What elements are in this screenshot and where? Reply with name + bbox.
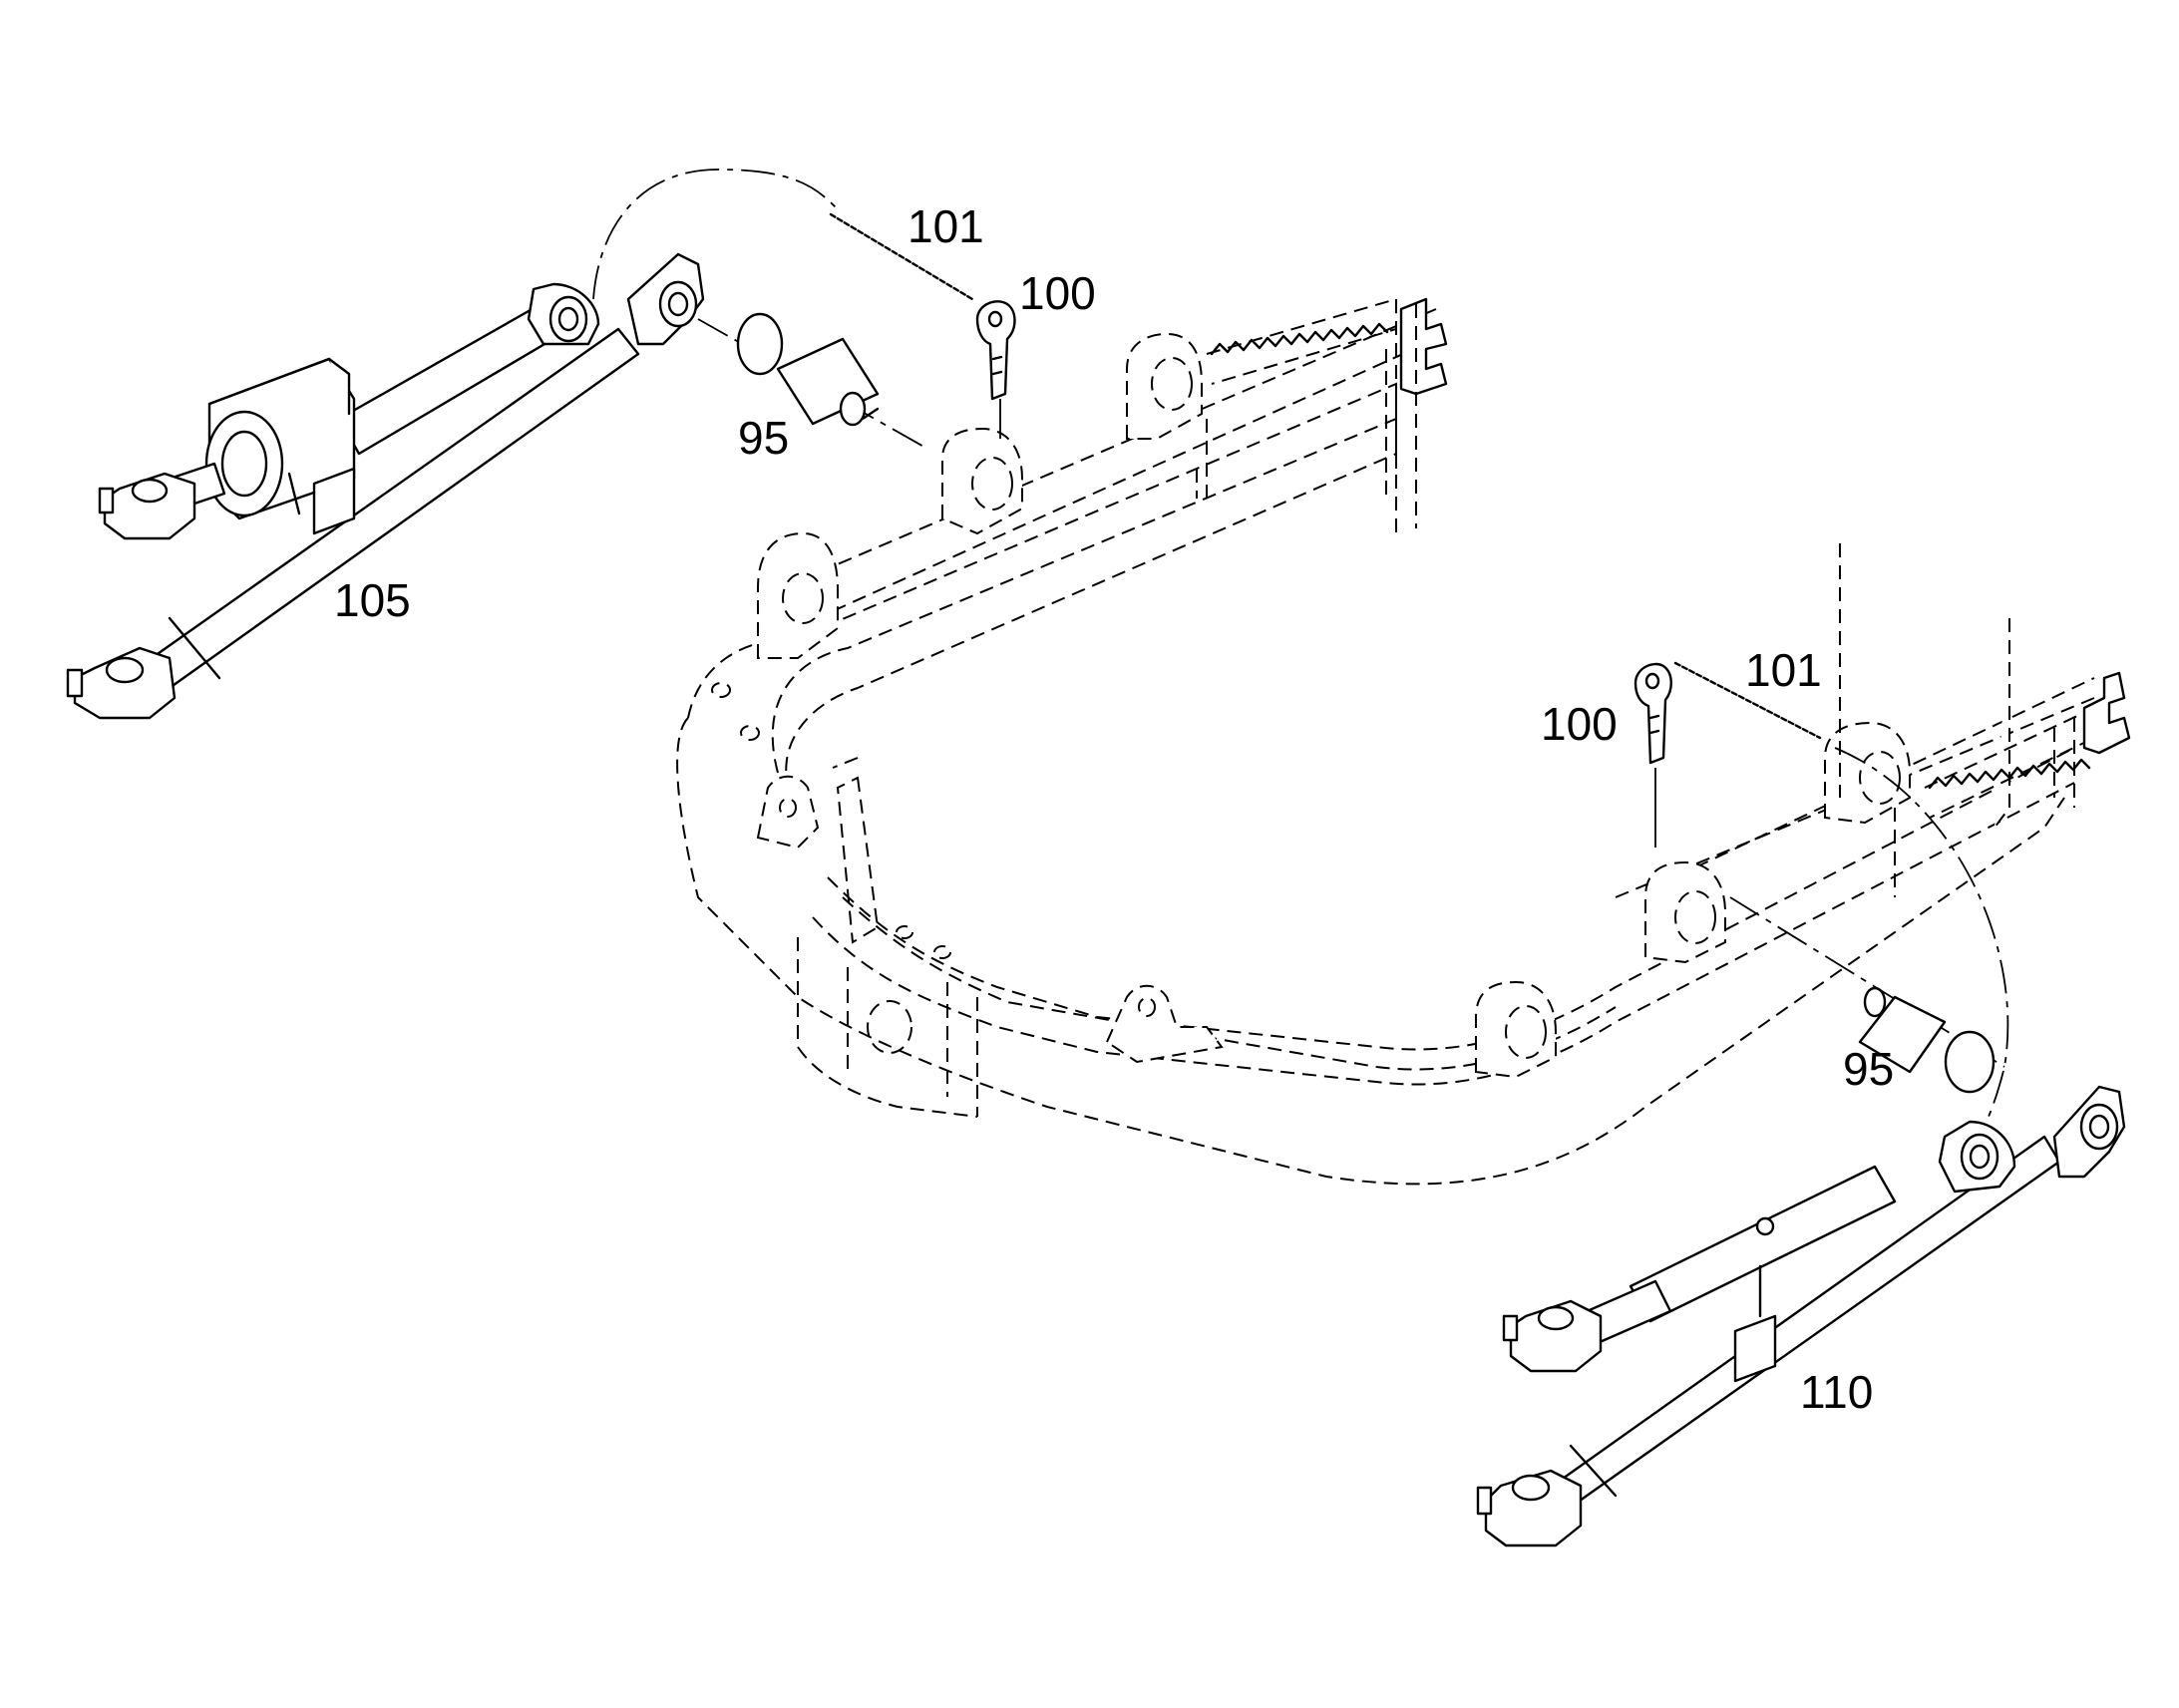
chain-right [1673, 661, 1822, 740]
callout-right-pin: 95 [1843, 1043, 1894, 1095]
bracket [941, 427, 1023, 535]
bracket [1475, 980, 1557, 1079]
callout-left-assembly: 105 [334, 574, 411, 626]
callout-left-key: 100 [1019, 267, 1096, 319]
leader-lines [999, 399, 1656, 848]
chain-left [829, 212, 974, 301]
pin-right [1858, 986, 1996, 1094]
rear-rack-left [1206, 297, 1448, 538]
bracket [757, 531, 839, 659]
bracket [756, 775, 820, 850]
bracket [1105, 984, 1224, 1064]
bracket [1824, 721, 1911, 825]
stabilizer-assembly-right [1476, 1085, 2126, 1547]
lock-key-left [975, 300, 1016, 401]
lock-key-right [1634, 662, 1672, 765]
frame-brackets [756, 332, 2010, 1079]
callout-right-assembly: 110 [1800, 1366, 1873, 1418]
callout-left-chain: 101 [908, 200, 984, 252]
callout-left-pin: 95 [738, 412, 789, 464]
callout-right-chain: 101 [1745, 644, 1822, 696]
pin-left [736, 312, 880, 427]
rear-rack-right [1924, 671, 2131, 819]
callout-right-key: 100 [1541, 698, 1618, 750]
bracket [1126, 332, 1203, 440]
stabilizer-assembly-left [66, 252, 705, 720]
bracket [1644, 860, 1726, 964]
